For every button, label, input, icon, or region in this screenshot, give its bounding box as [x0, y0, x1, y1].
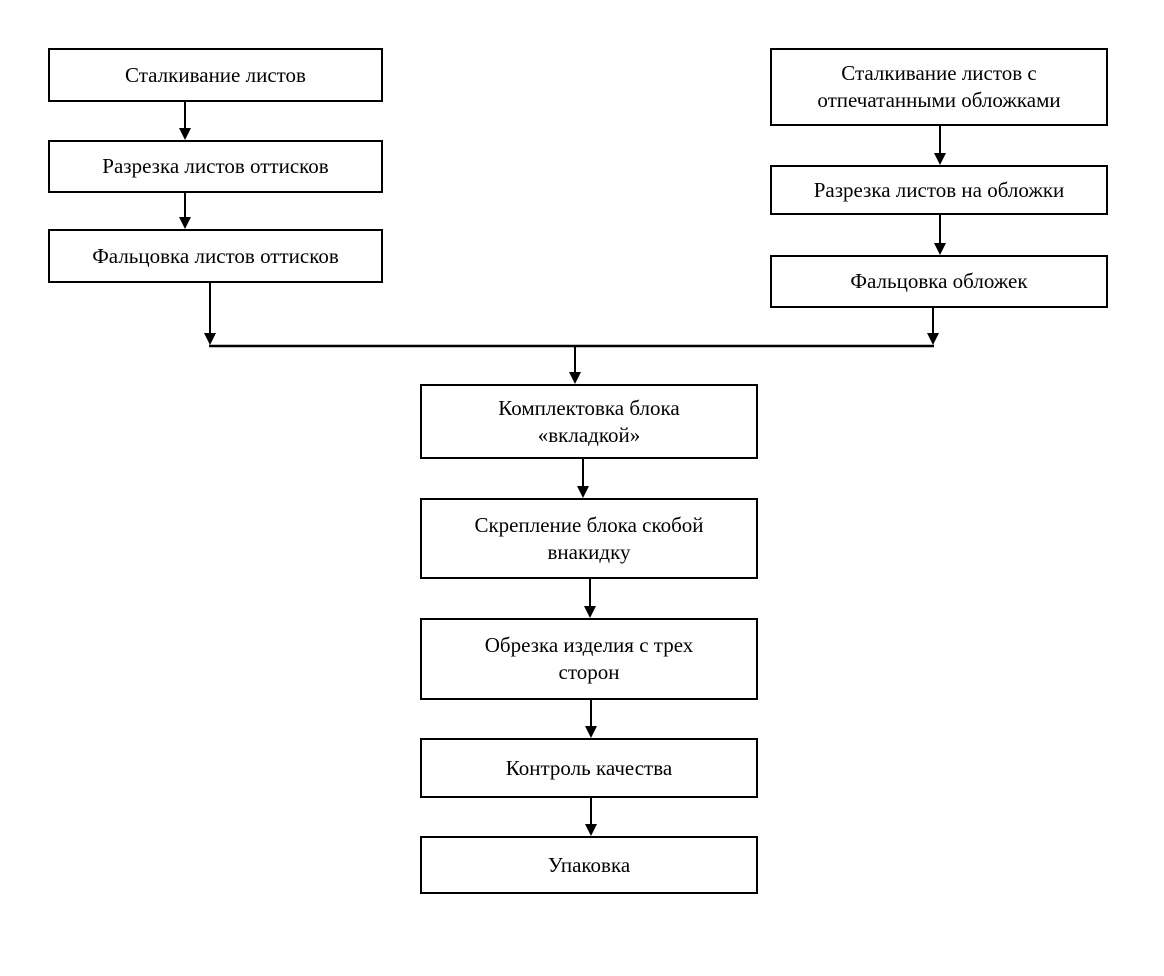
flow-node-label: Комплектовка блока «вкладкой»	[498, 395, 680, 447]
flow-node-label: Сталкивание листов	[125, 62, 306, 87]
flow-node-label: Разрезка листов на обложки	[813, 177, 1065, 202]
flow-node-fold-printed-sheets: Фальцовка листов оттисков	[48, 229, 383, 283]
flow-node-label: Разрезка листов оттисков	[102, 154, 329, 178]
flow-node-label: Обрезка изделия с трех сторон	[484, 633, 694, 684]
flow-node-packaging: Упаковка	[420, 836, 758, 894]
flow-node-cut-sheets-into-covers: Разрезка листов на обложки	[770, 165, 1108, 215]
arrow-down-cut-to-fold-left	[179, 193, 191, 229]
flow-node-fold-covers: Фальцовка обложек	[770, 255, 1108, 308]
flow-node-collate-sheets: Сталкивание листов	[48, 48, 383, 102]
arrow-down-stitch-to-trim	[584, 579, 596, 618]
flow-node-label: Сталкивание листов с отпечатанными облож…	[817, 61, 1061, 112]
flow-node-gather-block-insert: Комплектовка блока «вкладкой»	[420, 384, 758, 459]
flow-node-label: Скрепление блока скобой внакидку	[474, 512, 704, 564]
flow-node-label: Контроль качества	[505, 755, 673, 780]
flow-node-label: Фальцовка обложек	[850, 269, 1028, 293]
arrow-down-cut-to-fold-right	[934, 215, 946, 255]
flow-node-saddle-stitch-block: Скрепление блока скобой внакидку	[420, 498, 758, 579]
flow-node-collate-cover-sheets: Сталкивание листов с отпечатанными облож…	[770, 48, 1108, 126]
arrow-down-fold-left-to-merge	[204, 283, 216, 345]
flow-node-quality-control: Контроль качества	[420, 738, 758, 798]
flow-node-label: Фальцовка листов оттисков	[92, 243, 339, 268]
arrow-down-merge-to-gather	[569, 347, 581, 384]
arrow-down-gather-to-stitch	[577, 459, 589, 498]
arrow-down-collate-to-cut-left	[179, 102, 191, 140]
flow-node-trim-three-sides: Обрезка изделия с трех сторон	[420, 618, 758, 700]
arrow-down-collate-to-cut-right	[934, 126, 946, 165]
flow-node-label: Упаковка	[547, 852, 631, 877]
arrow-down-fold-right-to-merge	[927, 308, 939, 345]
arrow-down-quality-to-packaging	[585, 798, 597, 836]
arrow-down-trim-to-quality	[585, 700, 597, 738]
flow-node-cut-printed-sheets: Разрезка листов оттисков	[48, 140, 383, 193]
